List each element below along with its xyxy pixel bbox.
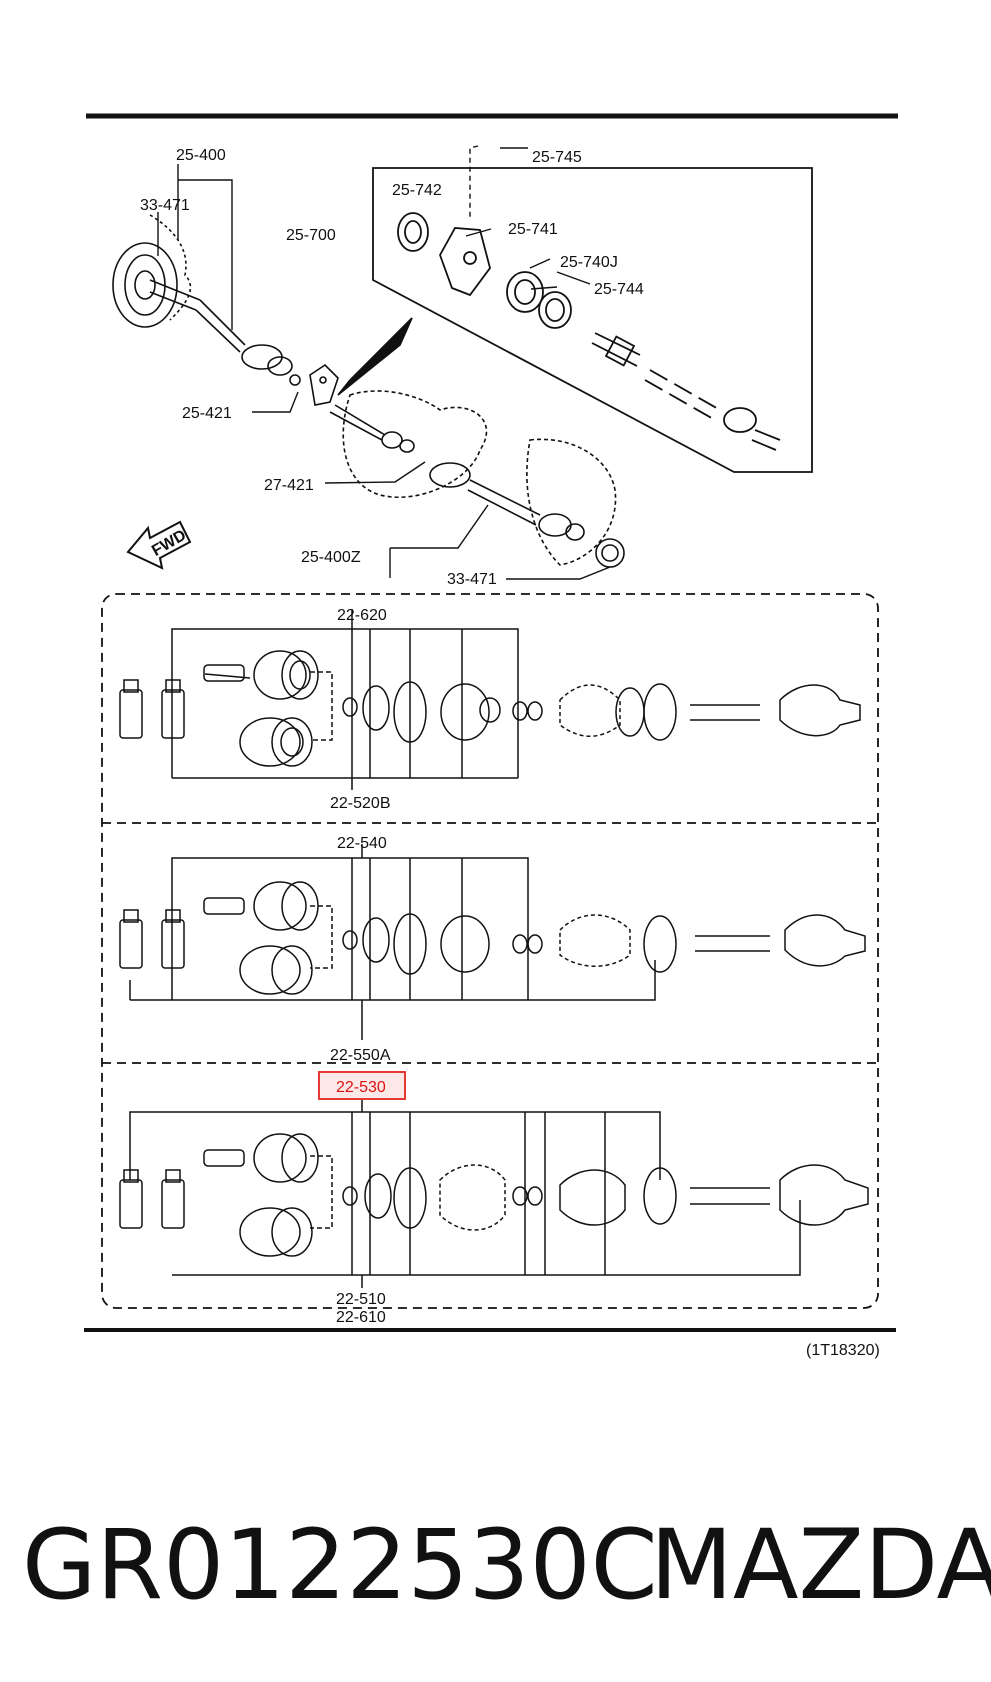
label-25-400Z: 25-400Z bbox=[301, 549, 361, 566]
box-25-700 bbox=[372, 167, 813, 473]
label-33-471-lower: 33-471 bbox=[447, 571, 497, 588]
label-25-700: 25-700 bbox=[286, 227, 336, 244]
fwd-arrow: FWD bbox=[126, 520, 192, 570]
label-22-520B: 22-520B bbox=[330, 795, 391, 812]
label-22-510: 22-510 bbox=[336, 1291, 386, 1308]
kit-panels bbox=[101, 593, 879, 1309]
label-25-742: 25-742 bbox=[392, 182, 442, 199]
label-25-745: 25-745 bbox=[532, 149, 582, 166]
upper-leaders bbox=[157, 145, 611, 580]
label-25-400: 25-400 bbox=[176, 147, 226, 164]
part-number: GR0122530C bbox=[22, 1509, 658, 1621]
panel-3 bbox=[119, 1100, 869, 1288]
label-22-550A: 22-550A bbox=[330, 1047, 391, 1064]
label-27-421: 27-421 bbox=[264, 477, 314, 494]
label-22-610: 22-610 bbox=[336, 1309, 386, 1326]
brand-name: MAZDA bbox=[650, 1509, 991, 1621]
label-25-740J: 25-740J bbox=[560, 254, 618, 271]
label-25-421: 25-421 bbox=[182, 405, 232, 422]
label-33-471-upper: 33-471 bbox=[140, 197, 190, 214]
upper-labels: 25-400 33-471 25-745 25-742 25-741 25-70… bbox=[140, 147, 644, 588]
label-22-620: 22-620 bbox=[337, 607, 387, 624]
reference-code: (1T18320) bbox=[806, 1342, 880, 1359]
part-caption: GR0122530C MAZDA bbox=[0, 1490, 991, 1640]
label-25-744: 25-744 bbox=[594, 281, 644, 298]
panel-1 bbox=[119, 609, 861, 790]
label-25-741: 25-741 bbox=[508, 221, 558, 238]
upper-assembly bbox=[112, 214, 625, 568]
panel-2 bbox=[119, 844, 866, 1040]
label-22-540: 22-540 bbox=[337, 835, 387, 852]
label-22-530: 22-530 bbox=[336, 1079, 386, 1096]
highlight-box bbox=[318, 1071, 406, 1100]
